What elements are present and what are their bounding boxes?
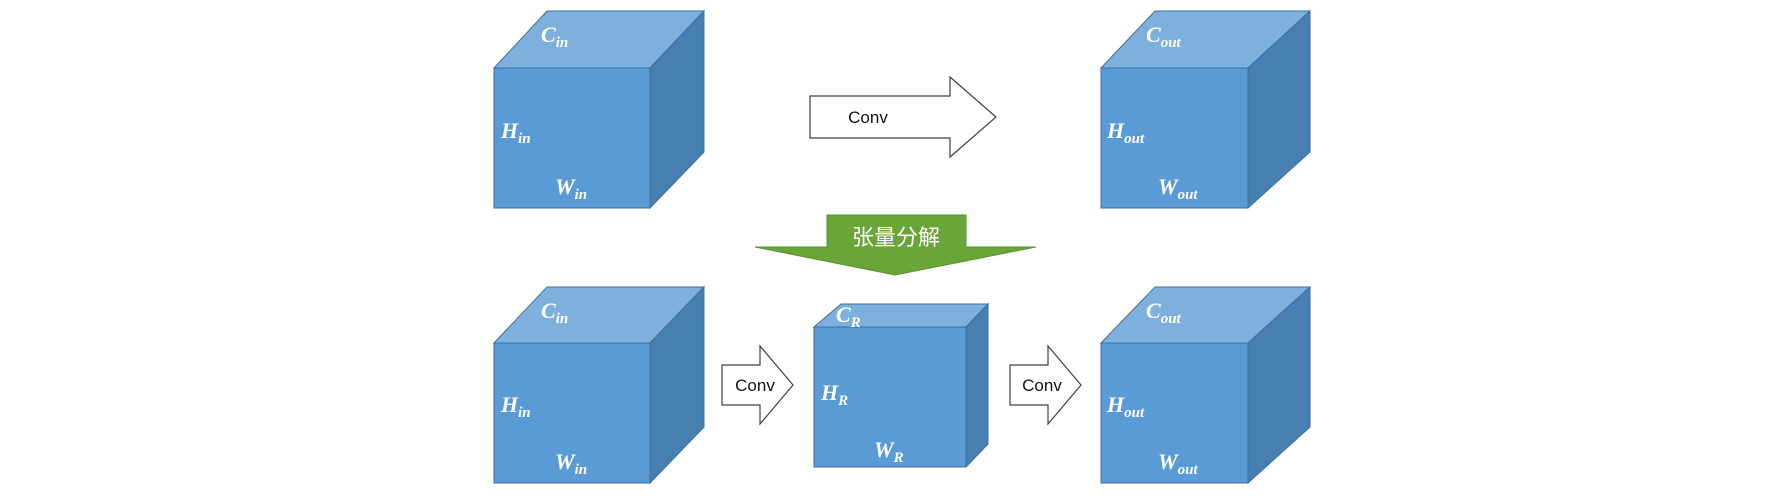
height-label: Hin [500,118,531,147]
down-arrow-shape [754,214,1037,276]
bottom-output-cube: Cout Hout Wout [1099,285,1312,485]
arrow-shape [721,344,794,426]
cube-front-face [493,67,651,209]
cube-front-face [493,342,651,484]
width-label: Win [555,174,587,203]
width-label: Wout [1158,174,1198,203]
bottom-input-cube: Cin Hin Win [492,285,706,485]
channel-label: Cout [1146,22,1182,51]
channel-label: Cin [541,298,568,327]
arrow-label: Conv [735,376,775,395]
width-label: Win [555,449,587,478]
bottom-conv-arrow-2: Conv [1009,344,1082,426]
cube-front-face [1100,67,1249,209]
top-output-cube: Cout Hout Wout [1099,9,1312,210]
bottom-middle-cube: CR HR WR [812,302,990,469]
channel-label: Cout [1146,298,1182,327]
height-label: Hout [1106,392,1145,421]
top-input-cube: Cin Hin Win [492,9,706,210]
height-label: Hout [1106,118,1145,147]
channel-label: CR [836,302,861,331]
decomposition-banner: 张量分解 [754,214,1037,276]
arrow-label: Conv [848,108,888,127]
cube-front-face [1100,342,1249,484]
height-label: HR [820,380,848,409]
decomposition-label: 张量分解 [852,226,940,251]
width-label: Wout [1158,449,1198,478]
cube-side-face [965,302,989,469]
channel-label: Cin [541,22,568,51]
arrow-label: Conv [1022,376,1062,395]
top-conv-arrow: Conv [809,75,997,159]
cube-front-face [813,326,967,468]
width-label: WR [874,437,904,466]
height-label: Hin [500,392,531,421]
arrow-shape [1009,344,1082,426]
arrow-shape [809,75,997,159]
bottom-conv-arrow-1: Conv [721,344,794,426]
